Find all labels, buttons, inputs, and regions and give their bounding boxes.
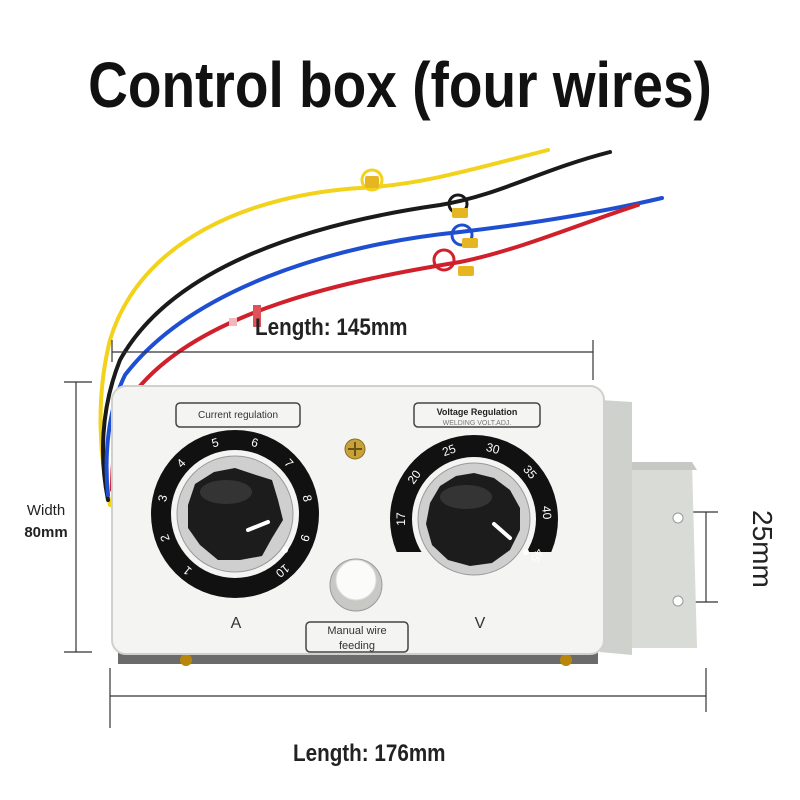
current-scale-label: 2 [157,532,173,543]
current-knob-pointer [246,520,270,532]
volt-unit: V [475,615,486,632]
hole-spacing-label: 25mm [747,510,778,588]
current-scale-label: 5 [210,435,221,450]
page-title: Control box (four wires) [88,49,712,121]
voltage-dial[interactable] [390,435,560,612]
yellow-wire-knot [360,168,384,192]
current-scale-label: 8 [300,494,315,504]
top-length-label: Length: 145mm [255,314,408,341]
button-label-line2: feeding [339,640,375,652]
voltage-regulation-label: Voltage Regulation [437,407,518,417]
voltage-scale-label: 40 [539,505,554,520]
voltage-knob-pointer [492,522,512,540]
voltage-label-box [413,402,541,428]
current-dial[interactable] [151,430,319,598]
bottom-length-label: Length: 176mm [293,740,446,767]
red-wire-knot [432,248,456,272]
button-label-line1: Manual wire [327,625,386,637]
current-label-box [175,402,301,428]
voltage-scale-label: 45 [528,546,547,565]
voltage-scale-label: 30 [485,440,502,457]
ampere-unit: A [231,615,242,632]
voltage-sublabel: WELDING VOLT.ADJ. [443,420,512,427]
width-value: 80mm [24,524,68,541]
yellow-wire [98,148,550,507]
voltage-scale-label: 25 [440,441,458,459]
bracket-hole-bottom [672,595,684,607]
pink-marker [229,318,237,326]
bracket-hole-top [672,512,684,524]
red-marker [253,305,261,327]
current-scale-label: 6 [250,435,261,450]
mounting-bracket [600,400,697,655]
cable-ties [365,176,478,276]
current-scale-label: 3 [155,493,170,503]
wires [98,148,664,507]
manual-wire-feed-button[interactable] [329,558,383,612]
current-scale-label: 9 [297,533,313,544]
black-wire [101,150,612,502]
button-label-box [305,621,409,653]
width-label: Width [26,502,66,519]
voltage-scale-label: 17 [394,512,408,526]
current-regulation-label: Current regulation [198,410,278,421]
